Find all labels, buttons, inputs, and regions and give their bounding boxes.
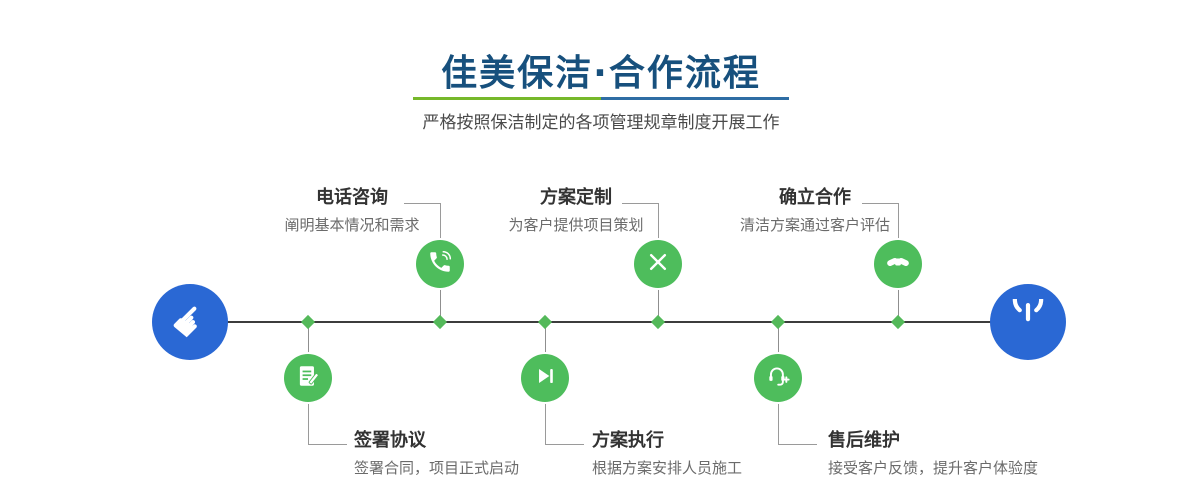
step-desc: 清洁方案通过客户评估	[739, 216, 890, 234]
timeline-node-diamond	[890, 314, 906, 330]
step-title: 方案执行	[592, 430, 664, 451]
step-title: 确立合作	[779, 187, 851, 208]
flow-start-node: ☛	[152, 284, 228, 360]
step-title: 签署协议	[354, 430, 426, 451]
step-desc: 接受客户反馈，提升客户体验度	[828, 459, 1039, 477]
step-desc: 为客户提供项目策划	[508, 216, 644, 234]
design-tools-icon	[645, 249, 671, 279]
label-connector	[404, 203, 441, 241]
connector-stub	[308, 322, 309, 356]
flow-end-node	[990, 284, 1066, 360]
page-title: 佳美保洁·合作流程	[441, 53, 761, 94]
label-connector	[622, 203, 659, 241]
step-plan-execution: 方案执行 根据方案安排人员施工	[592, 429, 742, 479]
timeline-node-diamond	[300, 314, 316, 330]
timeline-node-diamond	[537, 314, 553, 330]
pointer-hand-icon: ☛	[161, 293, 219, 351]
power-icon	[1007, 284, 1049, 345]
step-establish-cooperation: 确立合作 清洁方案通过客户评估	[705, 186, 925, 236]
timeline-node-diamond	[432, 314, 448, 330]
step-title: 电话咨询	[316, 187, 388, 208]
title-divider	[413, 97, 789, 100]
step-desc: 根据方案安排人员施工	[592, 459, 743, 477]
step-title: 方案定制	[540, 187, 612, 208]
handshake-icon	[884, 248, 912, 280]
step-after-sales-maintenance: 售后维护 接受客户反馈，提升客户体验度	[828, 429, 1038, 479]
timeline-line	[190, 321, 1028, 323]
connector-stub	[898, 286, 899, 322]
timeline-node-diamond	[650, 314, 666, 330]
connector-stub	[658, 286, 659, 322]
step-sign-agreement: 签署协议 签署合同，项目正式启动	[354, 429, 519, 479]
label-connector	[862, 203, 899, 241]
label-connector	[545, 402, 584, 445]
step-node-design	[634, 240, 682, 288]
divider-blue-segment	[601, 97, 789, 100]
divider-green-segment	[413, 97, 601, 100]
step-desc: 阐明基本情况和需求	[284, 216, 420, 234]
step-node-execute	[521, 354, 569, 402]
step-node-handshake	[874, 240, 922, 288]
step-node-phone	[416, 240, 464, 288]
play-icon	[532, 363, 558, 393]
page-subtitle: 严格按照保洁制定的各项管理规章制度开展工作	[422, 113, 780, 133]
connector-stub	[778, 322, 779, 356]
timeline-node-diamond	[770, 314, 786, 330]
headset-icon	[765, 363, 791, 393]
step-plan-customization: 方案定制 为客户提供项目策划	[466, 186, 686, 236]
step-node-contract	[284, 354, 332, 402]
step-node-service	[754, 354, 802, 402]
step-desc: 签署合同，项目正式启动	[354, 459, 520, 477]
step-title: 售后维护	[828, 430, 900, 451]
connector-stub	[545, 322, 546, 356]
label-connector	[308, 402, 347, 445]
phone-icon	[427, 249, 453, 279]
connector-stub	[440, 286, 441, 322]
contract-icon	[295, 363, 321, 393]
label-connector	[778, 402, 817, 445]
step-phone-consultation: 电话咨询 阐明基本情况和需求	[242, 186, 462, 236]
